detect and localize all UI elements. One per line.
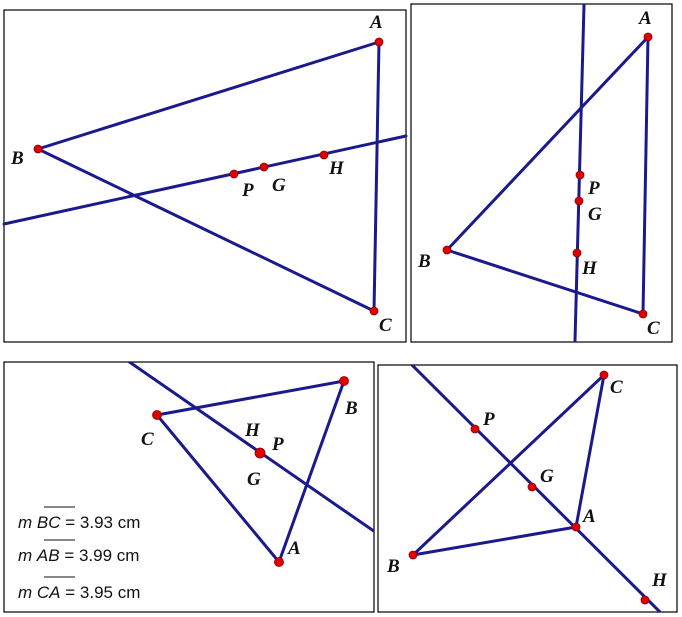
label-c: C [647, 318, 660, 339]
label-a: A [287, 538, 301, 559]
svg-text:m AB = 3.99 cm: m AB = 3.99 cm [18, 546, 139, 565]
point-g-p-h [254, 447, 266, 459]
point-c [599, 370, 609, 380]
segment-ba [411, 525, 578, 557]
point-h [640, 595, 650, 605]
segment-ac [372, 40, 381, 313]
label-c: C [141, 429, 154, 450]
label-g: G [247, 469, 261, 490]
label-g: G [540, 466, 554, 487]
label-g: G [588, 204, 602, 225]
segment-ba [277, 379, 346, 564]
panel-4: C B A P G H [377, 364, 678, 613]
measure-value: = 3.99 cm [64, 546, 139, 565]
label-a: A [638, 8, 652, 29]
point-c [638, 309, 648, 319]
label-g: G [272, 175, 286, 196]
point-a [274, 557, 284, 567]
measure-prefix: m [18, 513, 32, 532]
point-b [408, 550, 418, 560]
label-p: P [587, 178, 600, 199]
segment-cb [155, 379, 346, 417]
measure-segment: AB [36, 546, 60, 565]
label-h: H [651, 570, 668, 591]
segment-ca [574, 373, 606, 529]
label-b: B [10, 148, 24, 169]
euler-line [2, 134, 408, 226]
panel-frame [377, 364, 678, 613]
measure-segment: CA [37, 583, 61, 602]
svg-text:m CA = 3.95 cm: m CA = 3.95 cm [18, 583, 140, 602]
label-a: A [582, 506, 596, 527]
panel-2: A B C P G H [410, 3, 673, 343]
point-a [374, 37, 384, 47]
panel-frame [410, 3, 673, 343]
point-p [229, 169, 239, 179]
measure-value: = 3.93 cm [65, 513, 140, 532]
measurement-bc: m BC = 3.93 cm [18, 506, 140, 532]
point-g [259, 162, 269, 172]
measure-value: = 3.95 cm [65, 583, 140, 602]
label-a: A [369, 12, 383, 33]
label-b: B [417, 251, 431, 272]
segment-ca [155, 413, 281, 564]
label-b: B [344, 398, 358, 419]
measure-segment: BC [37, 513, 61, 532]
panel-1: A B C P G H [2, 9, 408, 343]
label-c: C [610, 377, 623, 398]
segment-bc [411, 373, 606, 557]
segment-bc [36, 147, 376, 313]
point-g [574, 196, 584, 206]
point-p [575, 170, 585, 180]
point-c [152, 410, 162, 420]
segment-bc [445, 248, 645, 316]
point-h [319, 150, 329, 160]
measurement-ab: m AB = 3.99 cm [18, 539, 139, 565]
measurement-ca: m CA = 3.95 cm [18, 576, 140, 602]
panel-frame [3, 9, 407, 343]
measure-prefix: m [18, 583, 32, 602]
label-h: H [581, 258, 598, 279]
label-p: P [271, 434, 284, 455]
point-b [339, 376, 349, 386]
panel-frame [3, 361, 375, 613]
point-b [33, 144, 43, 154]
label-c: C [379, 315, 392, 336]
segment-ab [445, 35, 650, 252]
point-h [572, 248, 582, 258]
svg-text:m BC = 3.93 cm: m BC = 3.93 cm [18, 513, 140, 532]
point-g [527, 482, 537, 492]
segment-ab [36, 40, 381, 151]
point-a [643, 32, 653, 42]
point-b [442, 245, 452, 255]
point-p [470, 424, 480, 434]
label-h: H [328, 158, 345, 179]
label-p: P [482, 409, 495, 430]
measure-prefix: m [18, 546, 32, 565]
label-h: H [244, 420, 261, 441]
point-a [571, 522, 581, 532]
label-p: P [241, 180, 254, 201]
panel-3: C B H P G A m BC = 3.93 cm m AB = 3.99 c… [3, 361, 375, 613]
label-b: B [386, 556, 400, 577]
euler-line [126, 362, 374, 534]
segment-ac [641, 35, 650, 316]
point-c [369, 306, 379, 316]
